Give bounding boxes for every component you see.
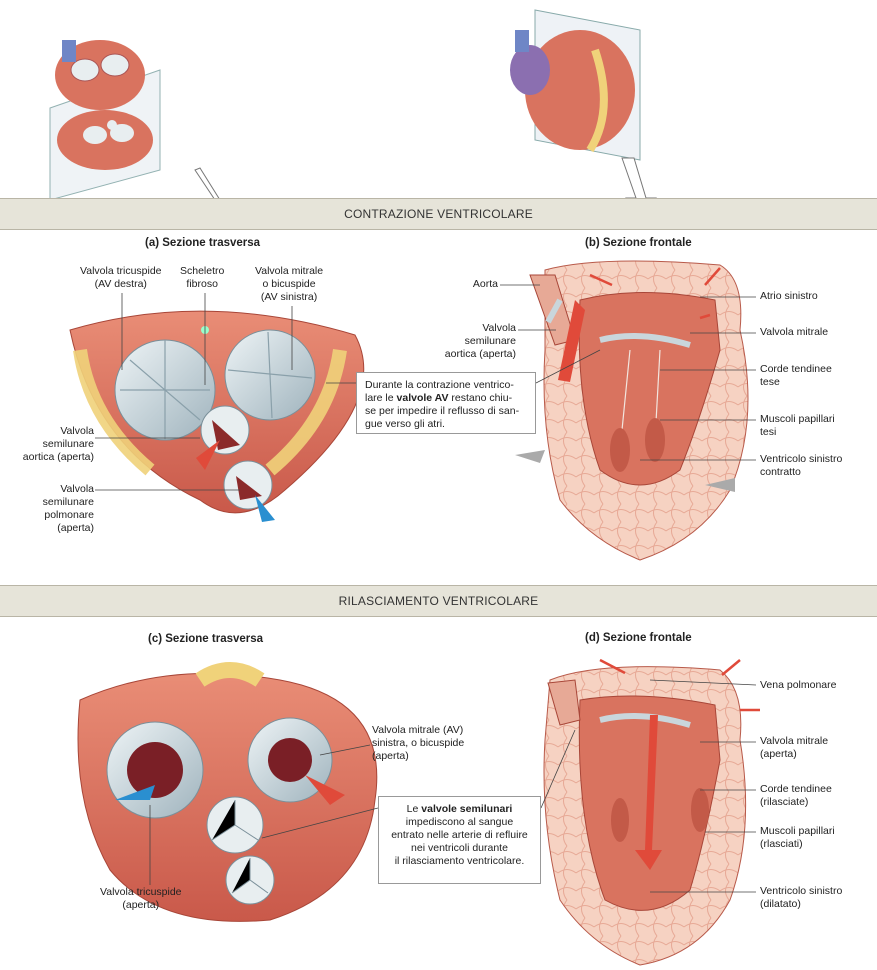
label-chordae-relaxed: Corde tendinee (rilasciate): [760, 783, 832, 809]
label-aortic-semilunar-valve: Valvola semilunare aortica (aperta): [6, 425, 94, 464]
callout-semilunar-text-bold: valvole semilunari: [421, 803, 512, 815]
label-aorta: Aorta: [440, 278, 498, 291]
label-left-ventricle-contracted: Ventricolo sinistro contratto: [760, 453, 842, 479]
label-tricuspid-valve-open: Valvola tricuspide (aperta): [100, 886, 182, 912]
callout-semilunar-text-pre: Le: [407, 803, 422, 815]
panel-a-title: (a) Sezione trasversa: [145, 237, 260, 249]
callout-semilunar-text-post: impediscono al sangue entrato nelle arte…: [391, 816, 528, 867]
panel-d-title: (d) Sezione frontale: [585, 632, 692, 644]
label-mitral-valve-d: Valvola mitrale (aperta): [760, 735, 828, 761]
label-left-atrium: Atrio sinistro: [760, 290, 818, 303]
panel-d-drawing: [544, 660, 760, 965]
panel-b-drawing: [515, 261, 748, 560]
label-fibrous-skeleton: Scheletro fibroso: [180, 265, 224, 291]
label-papillary-tense: Muscoli papillari tesi: [760, 413, 835, 439]
panel-c-drawing: [78, 670, 377, 921]
callout-av-valves: Durante la contrazione ventrico- lare le…: [356, 372, 536, 434]
label-tricuspid-valve: Valvola tricuspide (AV destra): [80, 265, 162, 291]
panel-b-title: (b) Sezione frontale: [585, 237, 692, 249]
label-pulmonary-semilunar-valve: Valvola semilunare polmonare (aperta): [6, 483, 94, 535]
panel-c-title: (c) Sezione trasversa: [148, 633, 263, 645]
label-pulmonary-vein: Vena polmonare: [760, 679, 836, 692]
section-title-contraction: CONTRAZIONE VENTRICOLARE: [0, 207, 877, 221]
label-mitral-valve-open: Valvola mitrale (AV) sinistra, o bicuspi…: [372, 724, 464, 763]
callout-av-text-bold: valvole AV: [397, 392, 449, 404]
label-mitral-valve: Valvola mitrale o bicuspide (AV sinistra…: [255, 265, 323, 304]
callout-semilunar-valves: Le valvole semilunari impediscono al san…: [378, 796, 541, 884]
orientation-heart-frontal: [510, 10, 656, 225]
label-aortic-valve-open: Valvola semilunare aortica (aperta): [420, 322, 516, 361]
label-chordae-tense: Corde tendinee tese: [760, 363, 832, 389]
label-left-ventricle-dilated: Ventricolo sinistro (dilatato): [760, 885, 842, 911]
section-title-relaxation: RILASCIAMENTO VENTRICOLARE: [0, 594, 877, 608]
label-papillary-relaxed: Muscoli papillari (rlasciati): [760, 825, 835, 851]
label-mitral-valve-b: Valvola mitrale: [760, 326, 828, 339]
